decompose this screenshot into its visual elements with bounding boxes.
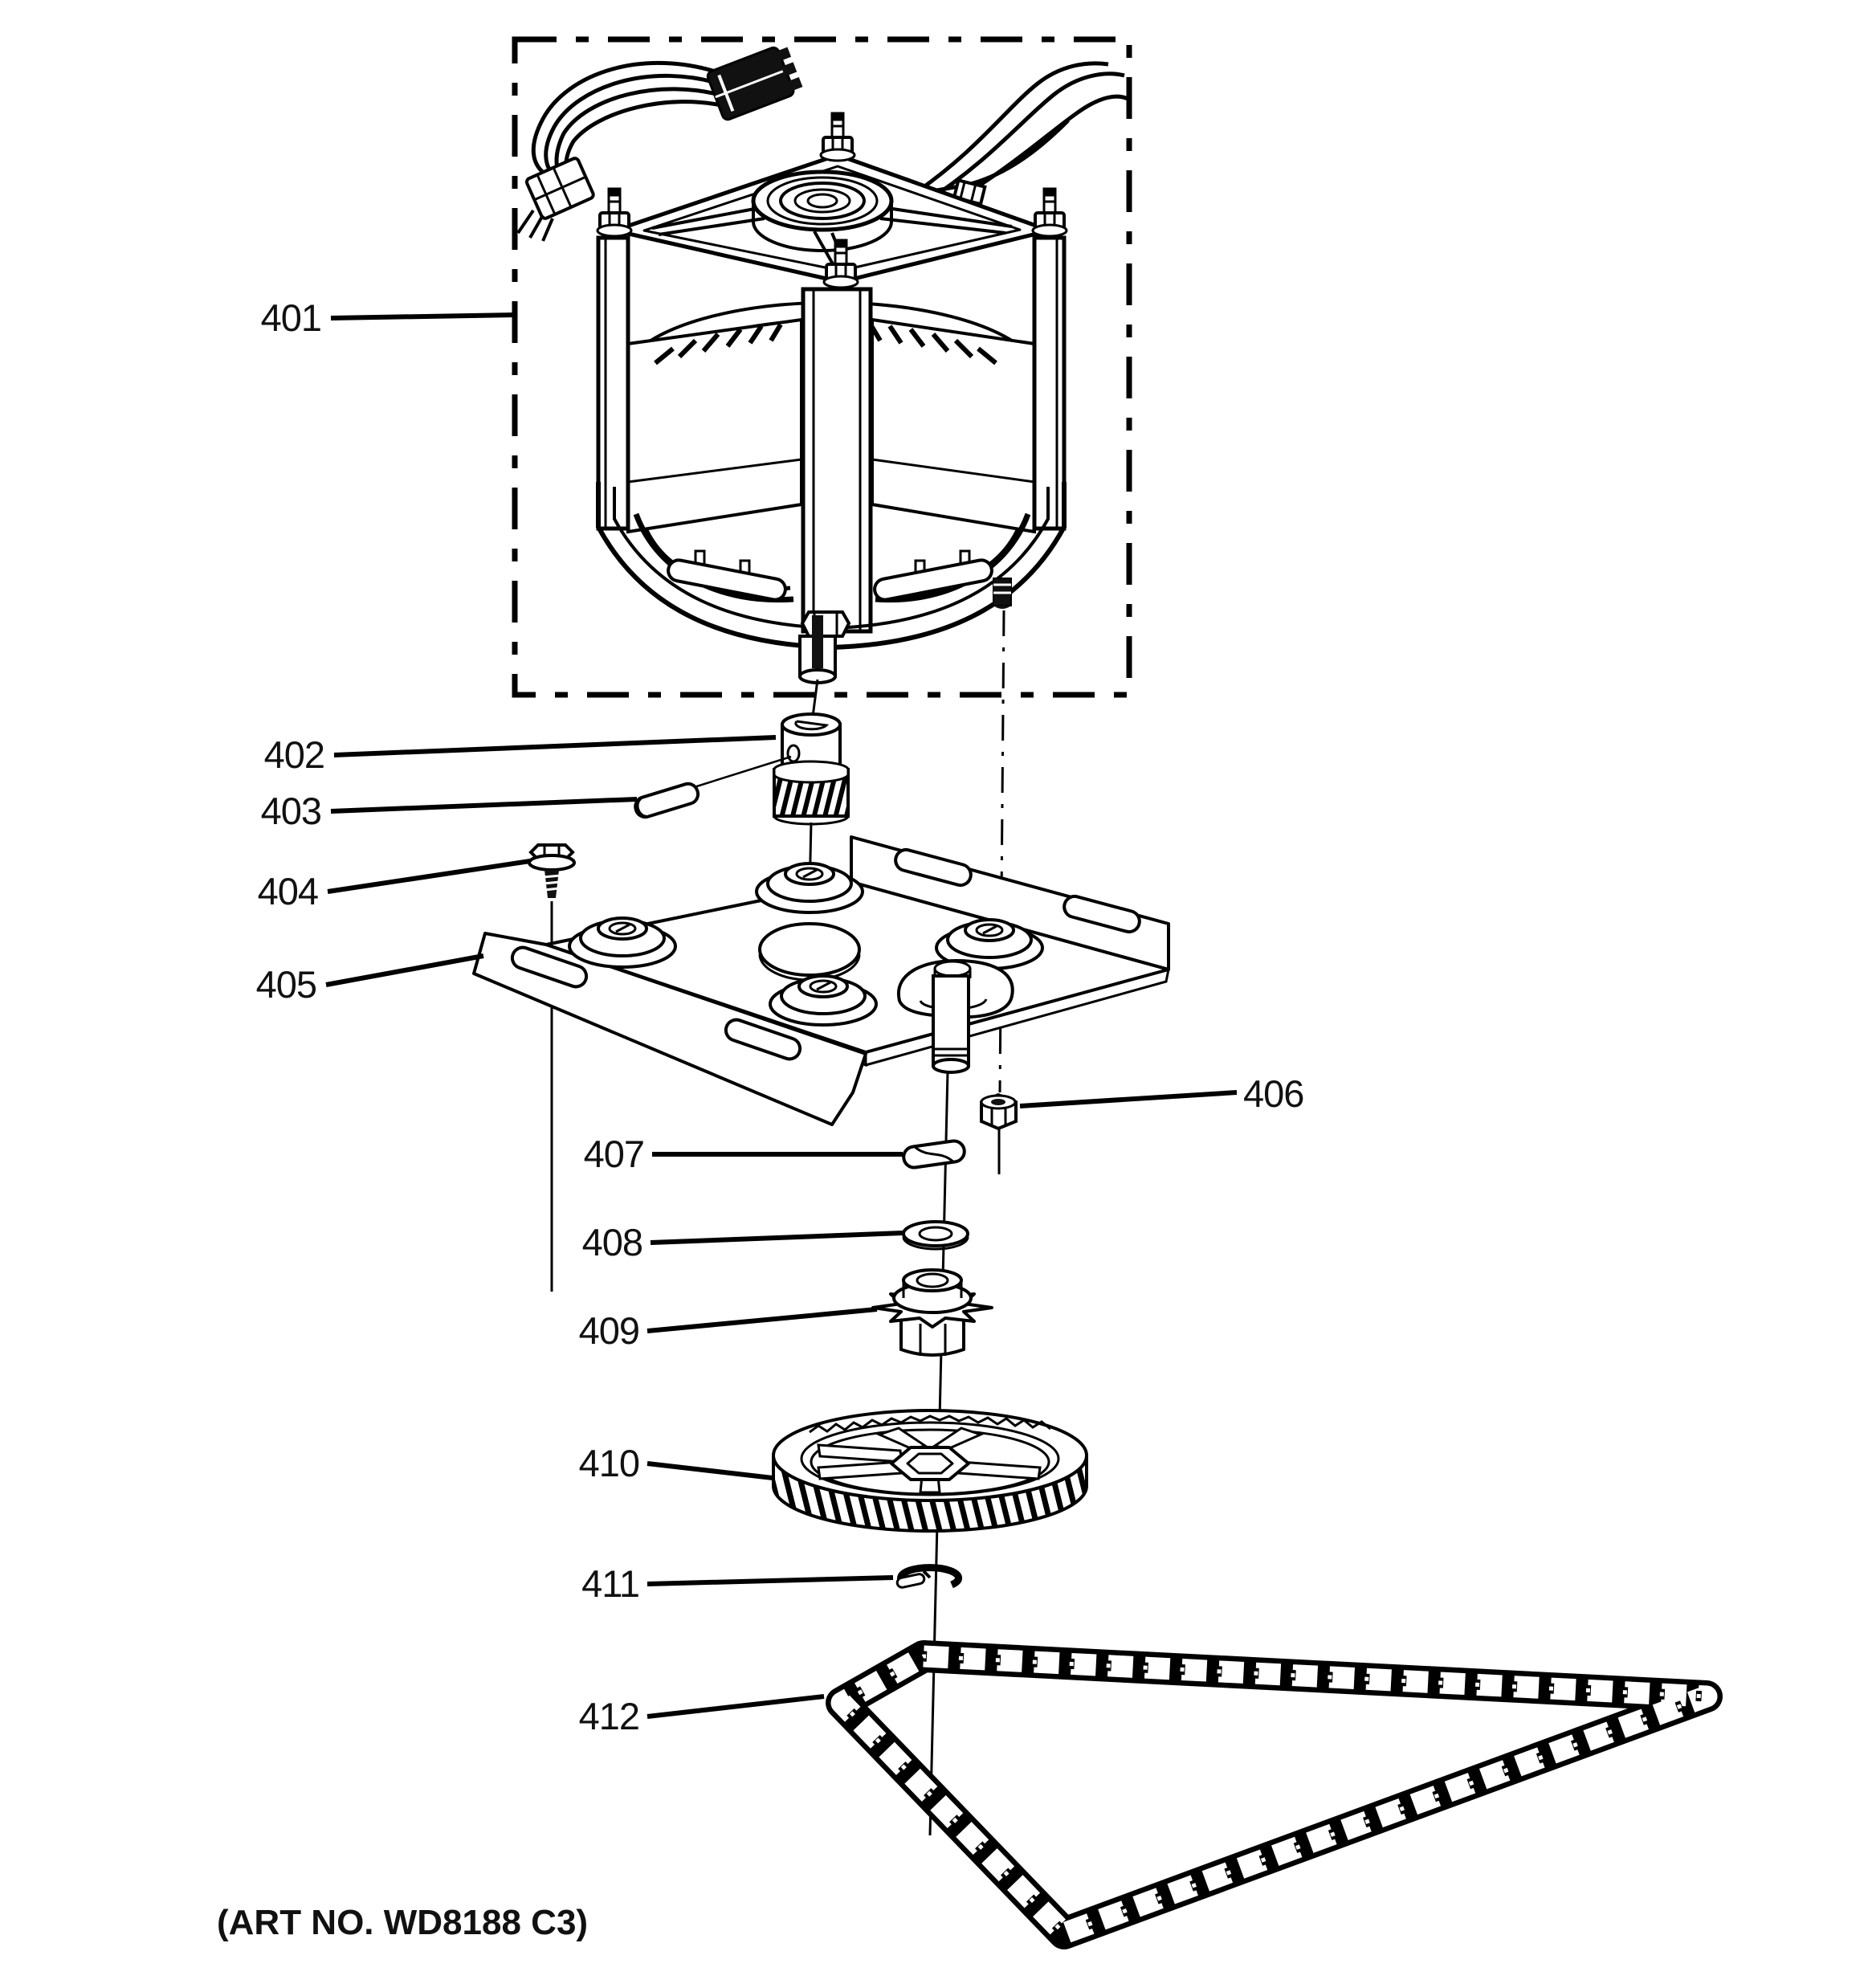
leader-401 xyxy=(330,312,516,320)
part-pin-403 xyxy=(634,755,792,819)
leader-402 xyxy=(333,735,777,757)
gear-spider xyxy=(817,1427,1042,1494)
leader-412 xyxy=(646,1694,825,1719)
callout-406: 406 xyxy=(1243,1072,1303,1115)
motor-studs xyxy=(596,112,1068,289)
callout-407: 407 xyxy=(584,1133,644,1175)
grommet xyxy=(568,916,677,969)
callout-412: 412 xyxy=(579,1695,639,1737)
leader-410 xyxy=(646,1461,773,1480)
wire-connector-small xyxy=(524,157,595,220)
plate-shaft xyxy=(896,958,1014,1074)
part-chain-412 xyxy=(826,1640,1723,1949)
motor-stator xyxy=(626,317,1036,603)
leader-405 xyxy=(325,953,484,987)
part-sprocket-409 xyxy=(871,1268,993,1357)
part-hex-nut-406 xyxy=(980,1092,1018,1131)
leader-411 xyxy=(646,1575,894,1586)
callout-410: 410 xyxy=(579,1442,639,1484)
callout-411: 411 xyxy=(581,1562,639,1605)
part-gear-410 xyxy=(772,1409,1088,1533)
wire-connector-large xyxy=(706,46,803,121)
part-coupling-pinion-402 xyxy=(773,712,850,826)
part-motor-assembly-401 xyxy=(512,36,1132,698)
leader-lines xyxy=(325,312,1238,1719)
motor-bearing-hub xyxy=(751,169,894,252)
callout-408: 408 xyxy=(582,1221,642,1263)
callout-409: 409 xyxy=(579,1309,639,1352)
art-number-caption: (ART NO. WD8188 C3) xyxy=(217,1903,588,1942)
callout-401: 401 xyxy=(261,296,321,339)
callout-403: 403 xyxy=(261,790,321,832)
motor-output-shaft xyxy=(798,610,851,684)
grommet xyxy=(755,862,864,914)
callout-405: 405 xyxy=(256,963,316,1006)
leader-408 xyxy=(650,1231,903,1245)
part-e-ring-411 xyxy=(895,1564,963,1589)
part-screw-404 xyxy=(528,843,576,898)
leader-406 xyxy=(1019,1090,1238,1108)
grommet xyxy=(935,918,1044,970)
leader-404 xyxy=(327,859,531,894)
dashed-boundary-box xyxy=(512,36,1132,698)
grommet xyxy=(769,974,878,1027)
wire-harness-left xyxy=(516,46,803,242)
motor-frame-legs xyxy=(596,235,1067,634)
leader-409 xyxy=(646,1307,878,1333)
callout-labels: 401 402 403 404 405 406 407 408 409 410 … xyxy=(256,296,1305,1737)
leader-403 xyxy=(330,797,638,814)
motor-mounting-stud xyxy=(993,578,1012,609)
part-key-407 xyxy=(902,1139,966,1170)
part-washer-408 xyxy=(902,1220,969,1251)
part-mounting-plate-405 xyxy=(472,835,1170,1126)
callout-404: 404 xyxy=(258,870,318,912)
callout-402: 402 xyxy=(264,733,324,776)
